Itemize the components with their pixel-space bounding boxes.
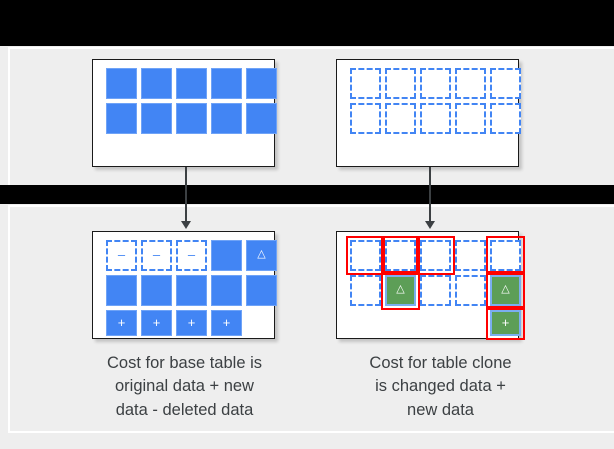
letterbox-band-middle [0, 185, 614, 204]
cell-changed: △ [246, 240, 277, 271]
panel-base-table-after: – – – △ + + [92, 231, 277, 339]
cell-dashed [350, 240, 381, 271]
caption-base-table: Cost for base table is original data + n… [62, 352, 307, 422]
caption-line: new data [407, 400, 474, 419]
caption-line: data - deleted data [115, 400, 254, 419]
cell-filled [106, 103, 137, 134]
cell-grid-base-after: – – – △ + + [93, 232, 277, 338]
cell-new: + [176, 310, 207, 336]
cell-dashed [385, 240, 416, 271]
slide-guide-top [8, 47, 614, 49]
cell-dashed [455, 103, 486, 134]
cell-deleted: – [176, 240, 207, 271]
cell-dashed [420, 103, 451, 134]
plus-icon: + [187, 314, 196, 330]
cell-dashed [420, 240, 451, 271]
cell-filled [246, 68, 277, 99]
cell-deleted: – [106, 240, 137, 271]
cell-new: + [490, 310, 521, 336]
caption-line: original data + new [115, 377, 254, 396]
arrow-table-clone-head [425, 221, 435, 229]
cell-dashed [455, 240, 486, 271]
cell-grid-clone-after: △ △ + [337, 232, 525, 340]
cell-changed: △ [385, 275, 416, 306]
cell-dashed [420, 275, 451, 306]
delta-icon: △ [501, 283, 510, 295]
cell-dashed [490, 240, 521, 271]
cell-filled [141, 103, 172, 134]
caption-line: is changed data + [375, 377, 506, 396]
arrow-table-clone-line [429, 167, 431, 223]
delta-icon: △ [257, 248, 266, 260]
minus-icon: – [117, 247, 126, 262]
panel-table-clone-after: △ △ + [336, 231, 525, 340]
cell-filled [211, 275, 242, 306]
cell-grid-clone-original [337, 60, 521, 166]
cell-filled [211, 103, 242, 134]
cell-filled [106, 275, 137, 306]
slide-guide-bottom [8, 431, 614, 433]
cell-dashed [385, 103, 416, 134]
cell-dashed [350, 275, 381, 306]
caption-line: Cost for base table is [107, 354, 262, 372]
cell-filled [176, 68, 207, 99]
cell-dashed [350, 103, 381, 134]
slide-guide-middle [8, 205, 614, 207]
slide-guide-left-lower [8, 206, 10, 432]
panel-table-clone-original [336, 59, 521, 167]
letterbox-band-top [0, 0, 614, 46]
cell-filled [211, 240, 242, 271]
plus-icon: + [152, 314, 161, 330]
cell-filled [176, 103, 207, 134]
cell-filled [246, 103, 277, 134]
arrow-base-table-head [181, 221, 191, 229]
cell-deleted: – [141, 240, 172, 271]
cell-changed: △ [490, 275, 521, 306]
cell-dashed [455, 275, 486, 306]
cell-new: + [106, 310, 137, 336]
cell-filled [246, 275, 277, 306]
caption-line: Cost for table clone [369, 354, 512, 372]
arrow-base-table-line [185, 167, 187, 223]
minus-icon: – [187, 247, 196, 262]
cell-dashed [490, 103, 521, 134]
cell-filled [211, 68, 242, 99]
cell-filled [141, 68, 172, 99]
plus-icon: + [222, 314, 231, 330]
cell-dashed [385, 68, 416, 99]
cell-new: + [211, 310, 242, 336]
plus-icon: + [501, 314, 510, 330]
cell-dashed [350, 68, 381, 99]
cell-dashed [455, 68, 486, 99]
cell-filled [106, 68, 137, 99]
cell-filled [141, 275, 172, 306]
delta-icon: △ [396, 283, 405, 295]
cell-filled [176, 275, 207, 306]
cell-new: + [141, 310, 172, 336]
panel-base-table-original [92, 59, 277, 167]
cell-dashed [420, 68, 451, 99]
caption-table-clone: Cost for table clone is changed data + n… [318, 352, 563, 422]
minus-icon: – [152, 247, 161, 262]
cell-dashed [490, 68, 521, 99]
slide-guide-left-upper [8, 48, 10, 185]
plus-icon: + [117, 314, 126, 330]
cell-grid-base-original [93, 60, 277, 166]
